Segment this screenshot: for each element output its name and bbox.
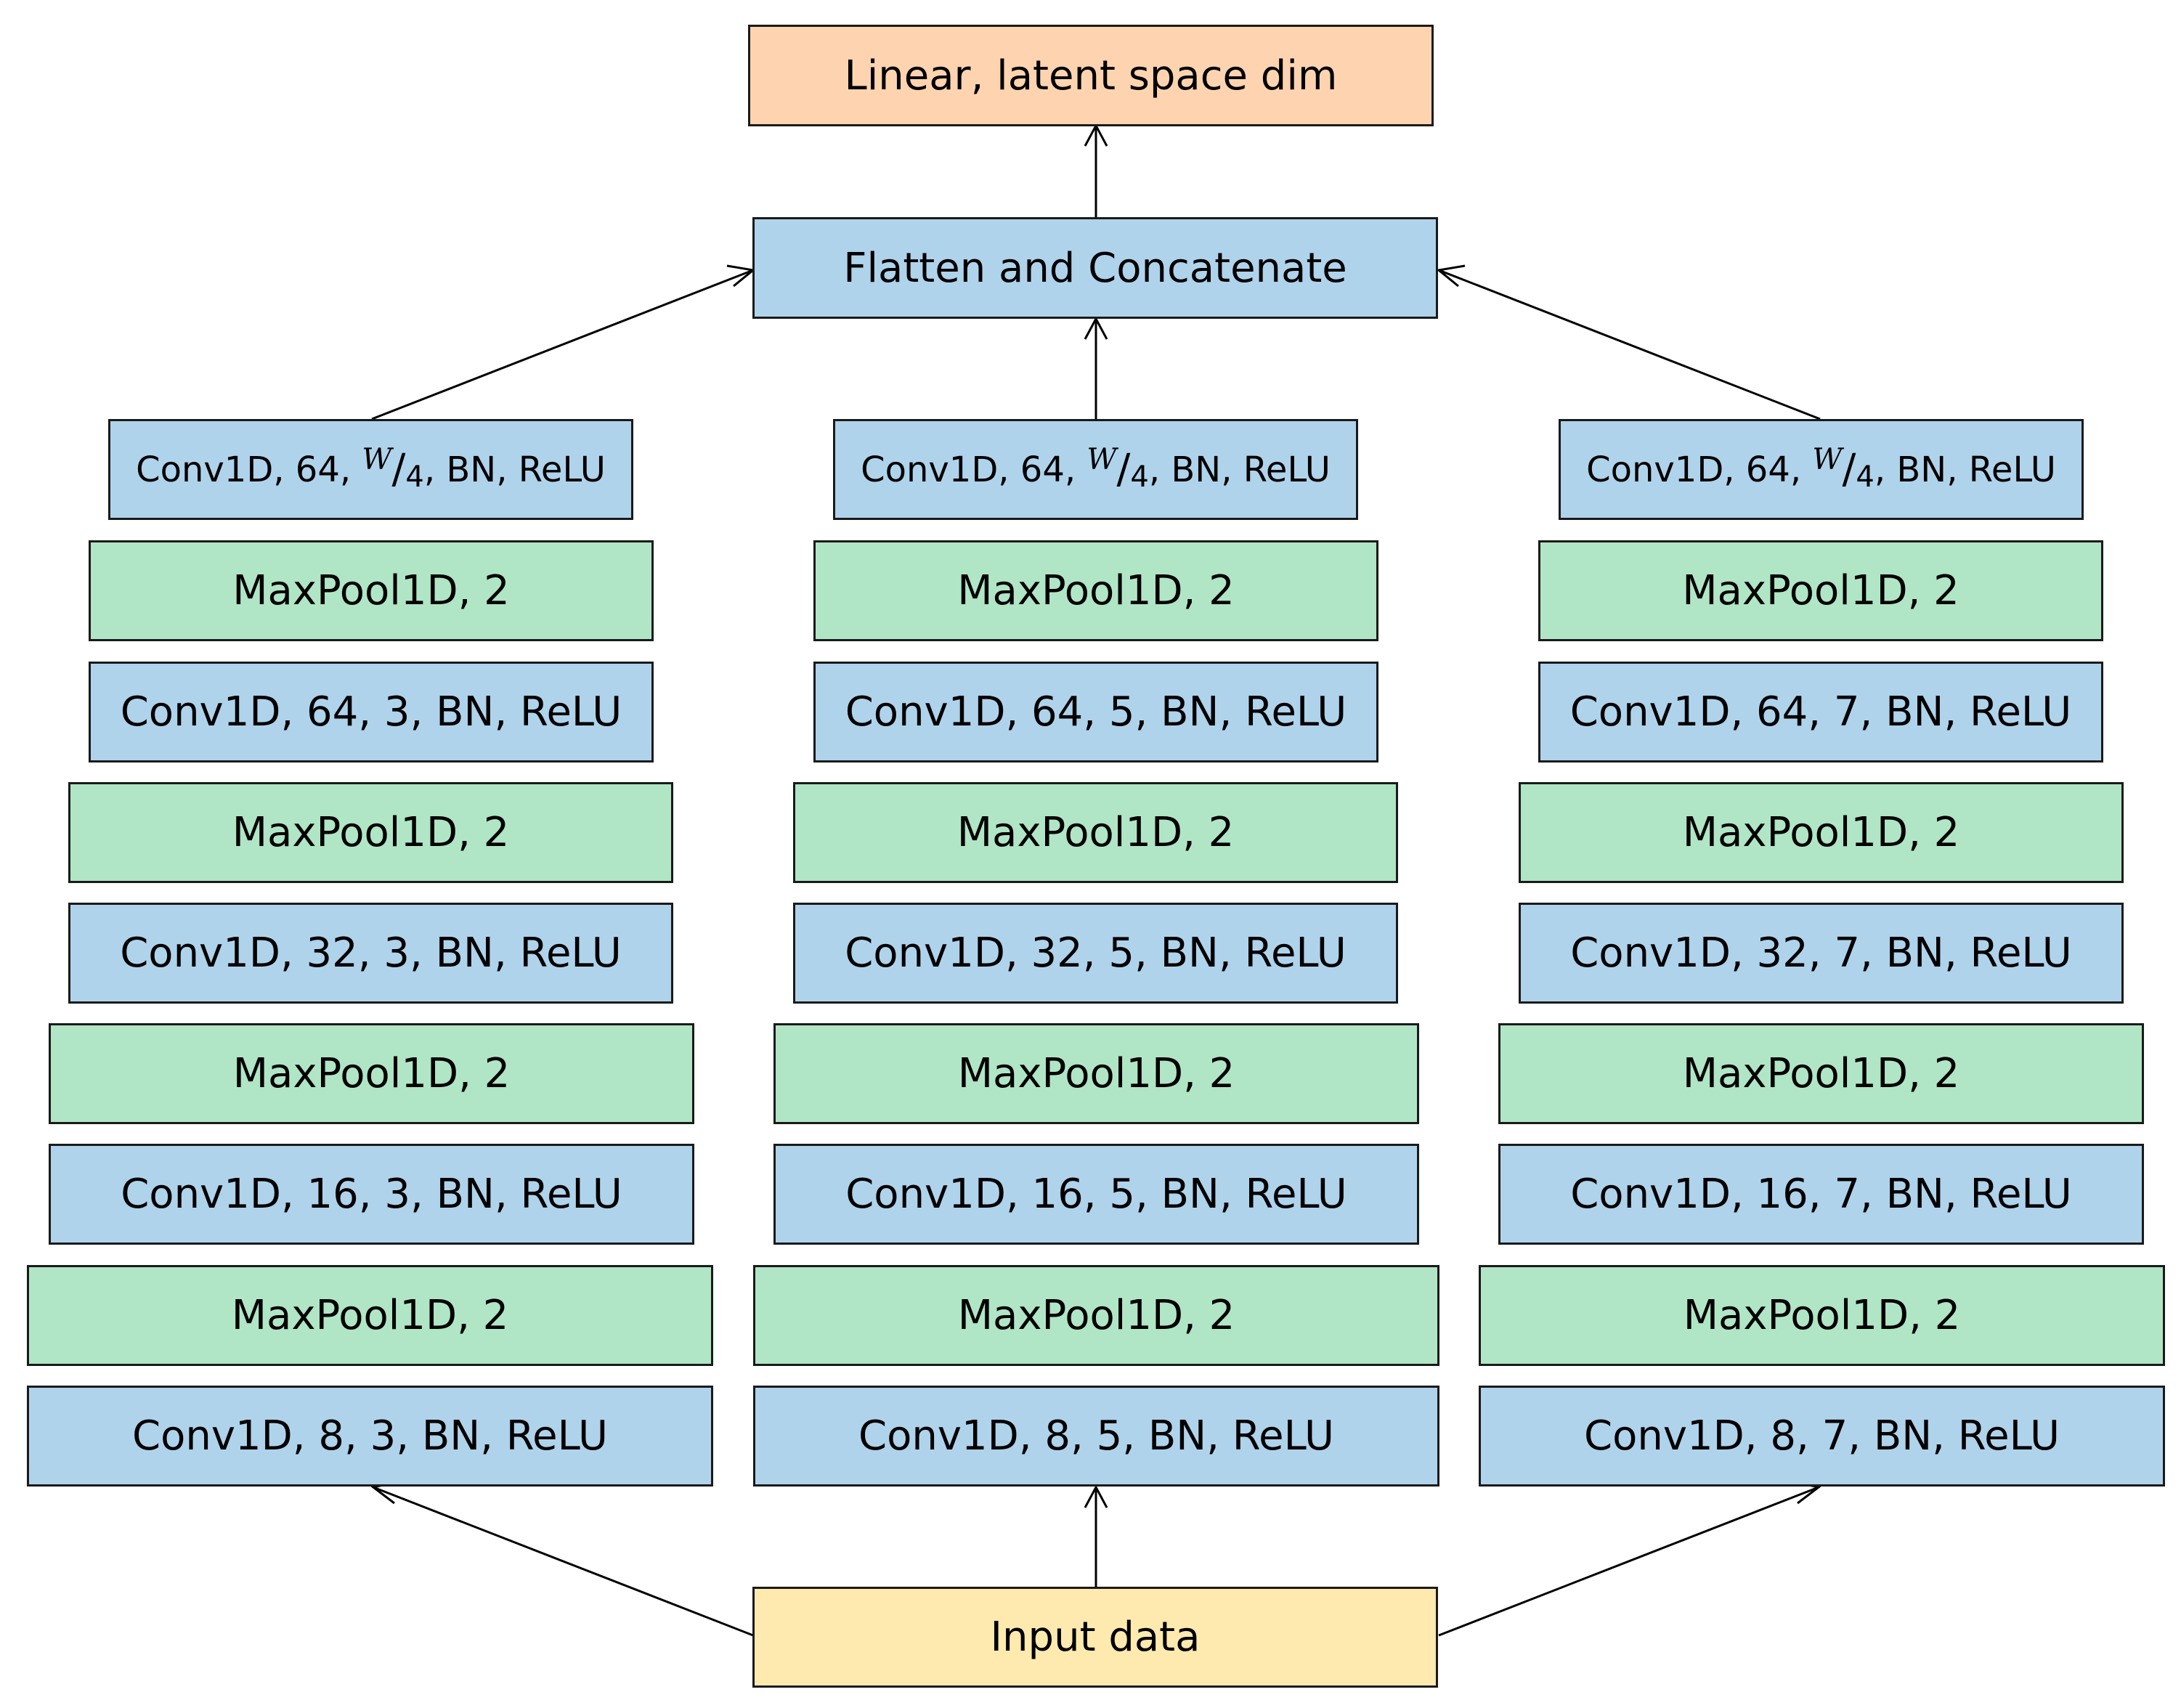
conv-64-label: Conv1D, 64, 7, BN, ReLU bbox=[1569, 688, 2072, 736]
conv-64-w4-suffix: , BN, ReLU bbox=[1874, 449, 2056, 490]
conv-64-w4-box: Conv1D, 64, W/4, BN, ReLU bbox=[108, 419, 633, 520]
w-denominator: 4 bbox=[1856, 460, 1875, 494]
w-denominator: 4 bbox=[405, 460, 424, 494]
flatten-concatenate-box: Flatten and Concatenate bbox=[752, 217, 1438, 319]
linear-latent-box: Linear, latent space dim bbox=[748, 25, 1434, 126]
arrow-right-to-flatten bbox=[1436, 264, 1821, 420]
conv-64-w4-prefix: Conv1D, 64, bbox=[861, 449, 1076, 490]
conv-8-label: Conv1D, 8, 5, BN, ReLU bbox=[858, 1412, 1334, 1460]
conv-64-box: Conv1D, 64, 7, BN, ReLU bbox=[1538, 662, 2103, 762]
maxpool-3-box: MaxPool1D, 2 bbox=[1519, 782, 2124, 883]
arrow-input-to-middle bbox=[1084, 1484, 1108, 1587]
maxpool-4-label: MaxPool1D, 2 bbox=[232, 567, 510, 614]
w-numerator: W bbox=[1812, 442, 1843, 476]
maxpool-4-label: MaxPool1D, 2 bbox=[957, 567, 1235, 614]
conv-16-label: Conv1D, 16, 3, BN, ReLU bbox=[121, 1171, 622, 1218]
arrow-left-to-flatten bbox=[371, 264, 756, 420]
arrow-middle-to-flatten bbox=[1084, 316, 1108, 419]
arrow-input-to-right bbox=[1438, 1480, 1821, 1637]
conv-8-label: Conv1D, 8, 7, BN, ReLU bbox=[1584, 1412, 2060, 1460]
conv-32-label: Conv1D, 32, 7, BN, ReLU bbox=[1570, 930, 2072, 977]
conv-32-label: Conv1D, 32, 3, BN, ReLU bbox=[120, 930, 622, 977]
conv-64-label: Conv1D, 64, 3, BN, ReLU bbox=[120, 688, 622, 736]
input-data-box: Input data bbox=[752, 1587, 1438, 1688]
conv-64-w4-suffix: , BN, ReLU bbox=[1148, 449, 1331, 490]
arrow-input-to-left bbox=[370, 1480, 754, 1637]
maxpool-1-label: MaxPool1D, 2 bbox=[1683, 1292, 1961, 1339]
conv-32-box: Conv1D, 32, 7, BN, ReLU bbox=[1519, 903, 2124, 1004]
maxpool-1-box: MaxPool1D, 2 bbox=[1479, 1265, 2165, 1366]
conv-64-w4-prefix: Conv1D, 64, bbox=[136, 449, 352, 490]
maxpool-3-label: MaxPool1D, 2 bbox=[232, 809, 510, 856]
maxpool-2-label: MaxPool1D, 2 bbox=[1682, 1050, 1960, 1097]
w-numerator: W bbox=[1087, 442, 1117, 476]
conv-32-box: Conv1D, 32, 3, BN, ReLU bbox=[68, 903, 673, 1004]
maxpool-4-box: MaxPool1D, 2 bbox=[1538, 540, 2103, 641]
conv-64-w4-prefix: Conv1D, 64, bbox=[1586, 449, 1802, 490]
conv-64-label: Conv1D, 64, 5, BN, ReLU bbox=[845, 688, 1347, 736]
maxpool-2-box: MaxPool1D, 2 bbox=[49, 1023, 694, 1124]
maxpool-1-label: MaxPool1D, 2 bbox=[957, 1292, 1235, 1339]
conv-32-label: Conv1D, 32, 5, BN, ReLU bbox=[845, 930, 1347, 977]
input-data-label: Input data bbox=[990, 1614, 1201, 1661]
arrow-flatten-to-latent bbox=[1084, 123, 1108, 217]
conv-64-w4-box: Conv1D, 64, W/4, BN, ReLU bbox=[833, 419, 1358, 520]
maxpool-3-box: MaxPool1D, 2 bbox=[68, 782, 673, 883]
conv-16-label: Conv1D, 16, 5, BN, ReLU bbox=[845, 1171, 1347, 1218]
conv-64-w4-box: Conv1D, 64, W/4, BN, ReLU bbox=[1559, 419, 2084, 520]
maxpool-4-label: MaxPool1D, 2 bbox=[1682, 567, 1959, 614]
conv-16-box: Conv1D, 16, 7, BN, ReLU bbox=[1498, 1144, 2144, 1245]
maxpool-1-box: MaxPool1D, 2 bbox=[753, 1265, 1439, 1366]
maxpool-2-box: MaxPool1D, 2 bbox=[773, 1023, 1419, 1124]
maxpool-3-box: MaxPool1D, 2 bbox=[793, 782, 1398, 883]
maxpool-2-label: MaxPool1D, 2 bbox=[957, 1050, 1235, 1097]
conv-16-box: Conv1D, 16, 3, BN, ReLU bbox=[49, 1144, 694, 1245]
w-denominator: 4 bbox=[1130, 460, 1149, 494]
conv-64-box: Conv1D, 64, 5, BN, ReLU bbox=[813, 662, 1378, 762]
conv-8-box: Conv1D, 8, 3, BN, ReLU bbox=[27, 1386, 713, 1487]
flatten-concatenate-label: Flatten and Concatenate bbox=[843, 244, 1347, 292]
linear-latent-label: Linear, latent space dim bbox=[844, 52, 1338, 99]
maxpool-1-box: MaxPool1D, 2 bbox=[27, 1265, 713, 1366]
w-numerator: W bbox=[362, 442, 392, 476]
conv-8-box: Conv1D, 8, 7, BN, ReLU bbox=[1479, 1386, 2165, 1487]
conv-32-box: Conv1D, 32, 5, BN, ReLU bbox=[793, 903, 1398, 1004]
conv-8-box: Conv1D, 8, 5, BN, ReLU bbox=[753, 1386, 1439, 1487]
maxpool-3-label: MaxPool1D, 2 bbox=[957, 809, 1235, 856]
maxpool-4-box: MaxPool1D, 2 bbox=[89, 540, 654, 641]
conv-64-w4-suffix: , BN, ReLU bbox=[423, 449, 606, 490]
conv-16-label: Conv1D, 16, 7, BN, ReLU bbox=[1570, 1171, 2072, 1218]
maxpool-4-box: MaxPool1D, 2 bbox=[813, 540, 1378, 641]
maxpool-2-label: MaxPool1D, 2 bbox=[232, 1050, 511, 1097]
maxpool-2-box: MaxPool1D, 2 bbox=[1498, 1023, 2144, 1124]
conv-16-box: Conv1D, 16, 5, BN, ReLU bbox=[773, 1144, 1419, 1245]
conv-8-label: Conv1D, 8, 3, BN, ReLU bbox=[132, 1412, 608, 1460]
maxpool-1-label: MaxPool1D, 2 bbox=[231, 1292, 509, 1339]
maxpool-3-label: MaxPool1D, 2 bbox=[1682, 809, 1960, 856]
conv-64-box: Conv1D, 64, 3, BN, ReLU bbox=[89, 662, 654, 762]
